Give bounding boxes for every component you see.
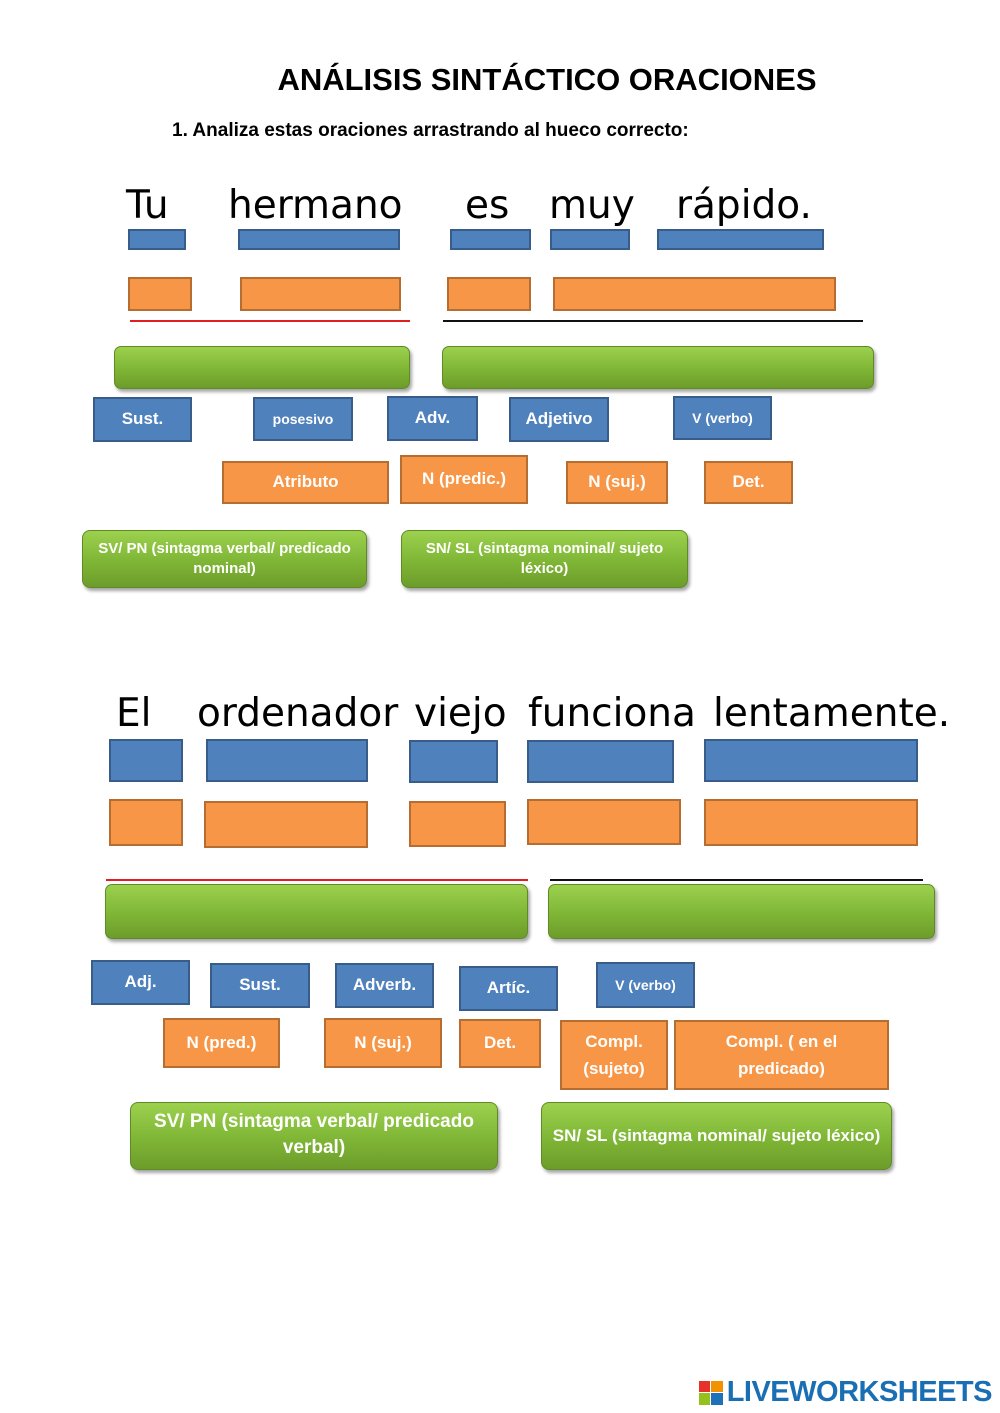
brand-watermark: LIVEWORKSHEETS [698,1376,993,1409]
s2-word-3: viejo [414,691,507,736]
liveworksheets-logo-icon [698,1380,723,1405]
s1-word-class-slot-1[interactable] [128,229,186,250]
s2-tile-compl-sujeto[interactable]: Compl. (sujeto) [560,1020,668,1090]
s1-tile-posesivo[interactable]: posesivo [253,397,353,441]
s2-word-class-slot-2[interactable] [206,739,368,782]
s1-function-slot-1[interactable] [128,277,192,311]
s2-subject-underline [106,879,528,881]
s1-word-class-slot-5[interactable] [657,229,824,250]
s2-tile-compl-predicado[interactable]: Compl. ( en el predicado) [674,1020,889,1090]
s1-tile-sust[interactable]: Sust. [93,397,192,442]
s2-phrase-slot-2[interactable] [548,884,935,939]
page-title: ANÁLISIS SINTÁCTICO ORACIONES [277,62,817,97]
s2-word-class-slot-3[interactable] [409,740,498,783]
s2-word-class-slot-1[interactable] [109,739,183,782]
s2-word-1: El [116,691,152,736]
s2-word-4: funciona [528,691,696,736]
s2-tile-n-suj[interactable]: N (suj.) [324,1018,442,1068]
s2-tile-sv-pn[interactable]: SV/ PN (sintagma verbal/ predicado verba… [130,1102,498,1170]
s1-predicate-underline [443,320,863,322]
s1-phrase-slot-1[interactable] [114,346,410,389]
logo-square-4 [711,1393,723,1405]
s1-tile-adv[interactable]: Adv. [387,396,478,441]
s1-word-class-slot-3[interactable] [450,229,531,250]
instruction-text: 1. Analiza estas oraciones arrastrando a… [172,120,689,141]
s1-function-slot-4[interactable] [553,277,836,311]
s2-tile-verbo[interactable]: V (verbo) [596,962,695,1008]
s1-function-slot-3[interactable] [447,277,531,311]
s1-word-4: muy [549,183,635,228]
s2-tile-n-pred[interactable]: N (pred.) [163,1018,280,1068]
s2-tile-sust[interactable]: Sust. [210,963,310,1008]
s1-tile-sn-sl[interactable]: SN/ SL (sintagma nominal/ sujeto léxico) [401,530,688,588]
s1-word-5: rápido. [676,183,812,228]
s1-tile-sv-pn[interactable]: SV/ PN (sintagma verbal/ predicado nomin… [82,530,367,588]
s1-tile-n-suj[interactable]: N (suj.) [566,461,668,504]
s2-function-slot-1[interactable] [109,799,183,846]
logo-square-1 [698,1380,711,1392]
s1-function-slot-2[interactable] [240,277,401,311]
s2-word-class-slot-4[interactable] [527,740,674,783]
s2-word-5: lentamente. [713,691,951,736]
s1-tile-atributo[interactable]: Atributo [222,461,389,504]
s1-word-class-slot-4[interactable] [550,229,630,250]
s2-word-class-slot-5[interactable] [704,739,918,782]
brand-name: LIVEWORKSHEETS [726,1376,993,1408]
s1-tile-n-predic[interactable]: N (predic.) [400,455,528,504]
s1-subject-underline [130,320,410,322]
s2-tile-artic[interactable]: Artíc. [459,966,558,1011]
s2-tile-adj[interactable]: Adj. [91,960,190,1005]
s2-function-slot-4[interactable] [527,799,681,845]
s2-phrase-slot-1[interactable] [105,884,528,939]
s1-word-2: hermano [228,183,403,228]
s2-word-2: ordenador [197,691,399,736]
s2-function-slot-5[interactable] [704,799,918,846]
s2-tile-det[interactable]: Det. [459,1019,541,1068]
s1-tile-det[interactable]: Det. [704,461,793,504]
s1-word-class-slot-2[interactable] [238,229,400,250]
s2-predicate-underline [550,879,923,881]
s1-word-3: es [465,183,510,228]
s2-function-slot-3[interactable] [409,801,506,847]
s1-phrase-slot-2[interactable] [442,346,874,389]
s2-tile-sn-sl[interactable]: SN/ SL (sintagma nominal/ sujeto léxico) [541,1102,892,1170]
s2-tile-adverb[interactable]: Adverb. [335,963,434,1008]
s1-tile-verbo[interactable]: V (verbo) [673,396,772,440]
logo-square-3 [698,1393,711,1405]
s1-word-1: Tu [126,183,169,228]
logo-square-2 [711,1380,723,1392]
s2-function-slot-2[interactable] [204,801,368,848]
s1-tile-adjetivo[interactable]: Adjetivo [509,397,609,442]
